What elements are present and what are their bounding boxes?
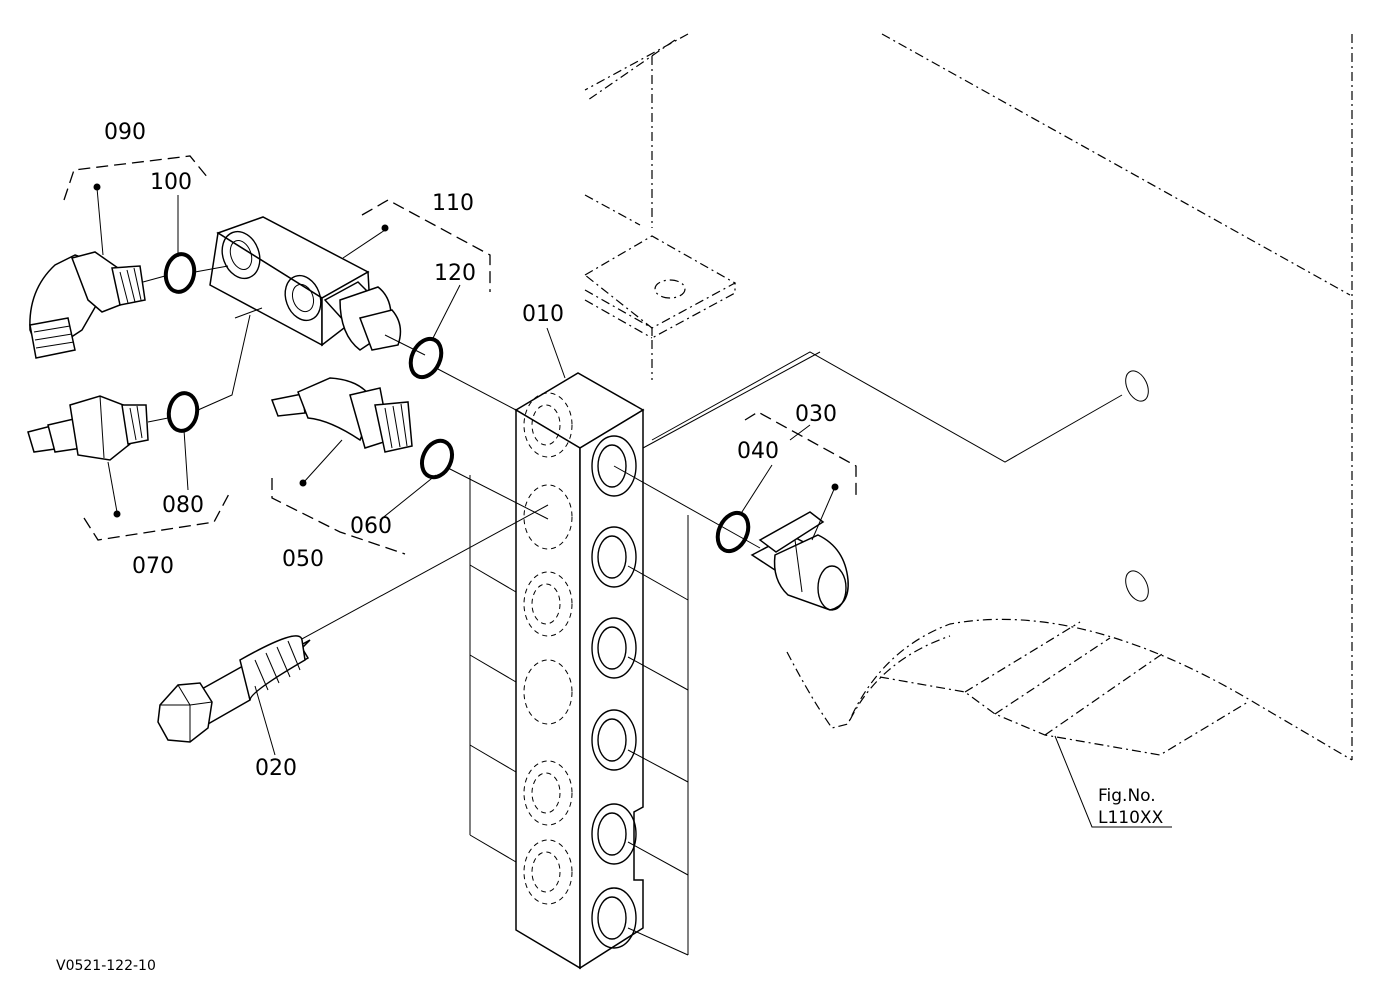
machine-frame-outline	[583, 33, 1353, 761]
o-ring-080	[166, 391, 200, 433]
o-ring-100	[163, 252, 197, 294]
o-ring-040	[715, 510, 751, 554]
callout-labels: 010 020 030 040 050 060 070 080 090 100 …	[104, 120, 837, 781]
callout-110: 110	[432, 191, 474, 216]
callout-070: 070	[132, 554, 174, 579]
callout-030: 030	[795, 402, 837, 427]
flange-bolt-part	[157, 504, 549, 743]
o-ring-120	[408, 336, 444, 380]
o-ring-060	[419, 438, 455, 480]
callout-080: 080	[162, 493, 204, 518]
callout-050: 050	[282, 547, 324, 572]
distribution-block-part	[469, 351, 821, 970]
callout-040: 040	[737, 439, 779, 464]
callout-120: 120	[434, 261, 476, 286]
fig-no-label: Fig.No.	[1098, 786, 1156, 806]
hose-nipple-part	[27, 314, 251, 541]
callout-090: 090	[104, 120, 146, 145]
fig-no-value: L110XX	[1098, 808, 1164, 828]
projection-lines	[469, 351, 821, 956]
drawing-code: V0521-122-10	[56, 958, 156, 974]
elbow-nipple-part	[270, 377, 549, 555]
callout-060: 060	[350, 514, 392, 539]
port-holes	[591, 435, 637, 949]
callout-020: 020	[255, 756, 297, 781]
right-adaptor-part	[613, 411, 857, 611]
callout-leaders	[177, 195, 1172, 828]
tee-block-part	[209, 199, 517, 411]
elbow-fitting-part	[29, 155, 229, 359]
hidden-port-holes	[523, 392, 573, 905]
callout-010: 010	[522, 302, 564, 327]
callout-100: 100	[150, 170, 192, 195]
